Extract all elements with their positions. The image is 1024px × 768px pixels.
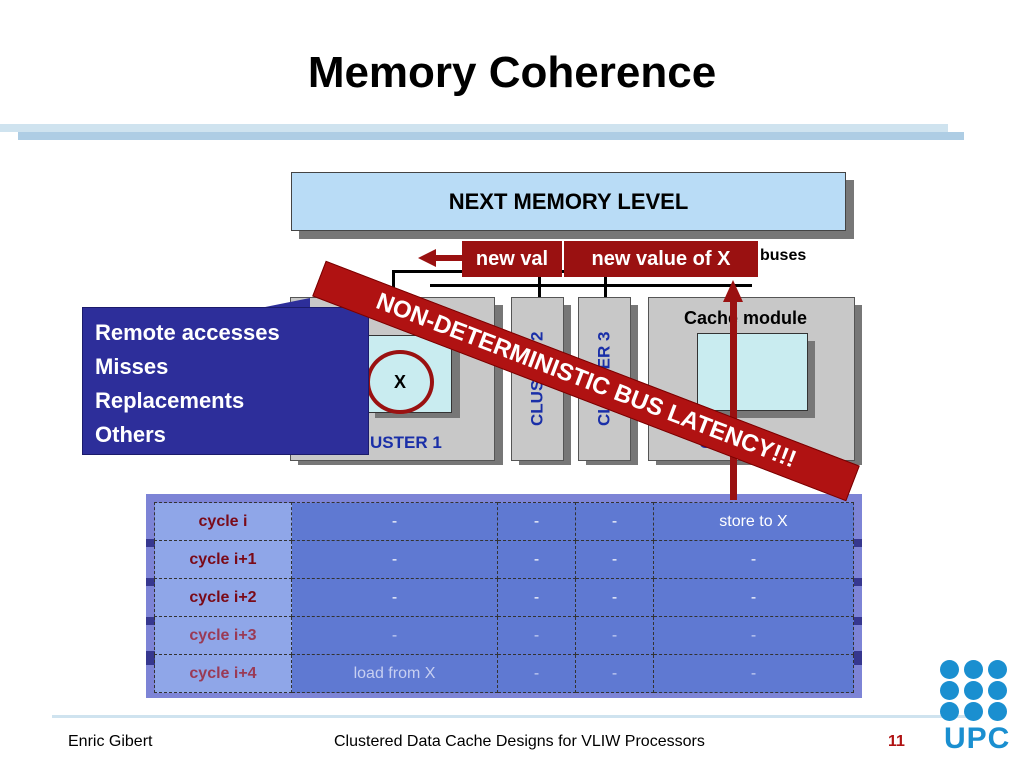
cluster3-cell: - <box>575 540 654 579</box>
cluster4-cache-box <box>697 333 808 411</box>
next-memory-level-box: NEXT MEMORY LEVEL <box>291 172 846 231</box>
arrow-left-icon <box>418 249 436 267</box>
cycle-cell: cycle i+1 <box>154 540 292 579</box>
cycle-cell: cycle i+2 <box>154 578 292 617</box>
logo-dot <box>964 681 983 700</box>
bus-drop-1 <box>392 270 395 300</box>
logo-dot <box>964 660 983 679</box>
cluster4-cell: - <box>653 654 854 693</box>
cluster1-label: USTER 1 <box>370 433 442 452</box>
table-row: cycle i - - - store to X <box>154 502 854 541</box>
arrow-left-shaft <box>434 255 464 261</box>
logo-dot <box>940 702 959 721</box>
table-row: cycle i+1 - - - - <box>154 540 854 579</box>
table-row: cycle i+2 - - - - <box>154 578 854 617</box>
logo-dot <box>940 681 959 700</box>
table-row: cycle i+4 load from X - - - <box>154 654 854 693</box>
bus-drop-3 <box>604 270 607 300</box>
cluster1-cell: load from X <box>291 654 498 693</box>
cluster4-cell: - <box>653 578 854 617</box>
title-rule-top <box>0 124 948 132</box>
bus-drop-2 <box>538 270 541 300</box>
footer-rule <box>52 715 972 718</box>
logo-dot <box>964 702 983 721</box>
upc-logo-dots <box>940 660 1010 721</box>
cluster2-cell: - <box>497 578 576 617</box>
footer-author: Enric Gibert <box>68 733 153 750</box>
note-callout: Remote accesses Misses Replacements Othe… <box>82 307 369 455</box>
upc-logo-text: UPC <box>944 722 1011 755</box>
cycle-cell: cycle i+3 <box>154 616 292 655</box>
cluster1-cell: - <box>291 578 498 617</box>
footer-talk-title: Clustered Data Cache Designs for VLIW Pr… <box>334 733 705 750</box>
page-number: 11 <box>888 733 905 750</box>
note-line-replacements: Replacements <box>95 388 245 413</box>
cluster2-cell: - <box>497 540 576 579</box>
cycle-cell: cycle i+4 <box>154 654 292 693</box>
store-arrow-shaft <box>730 300 737 500</box>
new-value-tag: new value of X <box>564 241 758 277</box>
cluster2-cell: - <box>497 502 576 541</box>
cluster3-cell: - <box>575 502 654 541</box>
arrow-up-icon <box>723 280 743 302</box>
logo-dot <box>988 681 1007 700</box>
cluster4-cell: - <box>653 540 854 579</box>
cycle-cell: cycle i <box>154 502 292 541</box>
cluster2-cell: - <box>497 654 576 693</box>
slide-title: Memory Coherence <box>307 48 717 97</box>
new-value-tag-partial: new val <box>462 241 562 277</box>
cluster2-cell: - <box>497 616 576 655</box>
timeline-table: cycle i - - - store to X cycle i+1 - - -… <box>154 502 854 693</box>
buses-label: buses <box>760 247 807 264</box>
cluster4-module-title: Cache module <box>684 308 808 328</box>
cluster1-cell: - <box>291 502 498 541</box>
logo-dot <box>988 702 1007 721</box>
note-line-misses: Misses <box>95 354 169 379</box>
note-line-others: Others <box>95 422 166 447</box>
bus-wire-lower <box>430 284 752 287</box>
cluster3-cell: - <box>575 616 654 655</box>
note-line-remote-accesses: Remote accesses <box>95 320 280 345</box>
cluster1-cell: - <box>291 540 498 579</box>
table-row: cycle i+3 - - - - <box>154 616 854 655</box>
cluster4-cell: - <box>653 616 854 655</box>
cluster1-cell: - <box>291 616 498 655</box>
cluster4-cell: store to X <box>653 502 854 541</box>
logo-dot <box>988 660 1007 679</box>
cluster3-cell: - <box>575 578 654 617</box>
logo-dot <box>940 660 959 679</box>
title-rule-bottom <box>18 132 964 140</box>
cached-x-value: X <box>366 350 434 414</box>
cluster3-cell: - <box>575 654 654 693</box>
